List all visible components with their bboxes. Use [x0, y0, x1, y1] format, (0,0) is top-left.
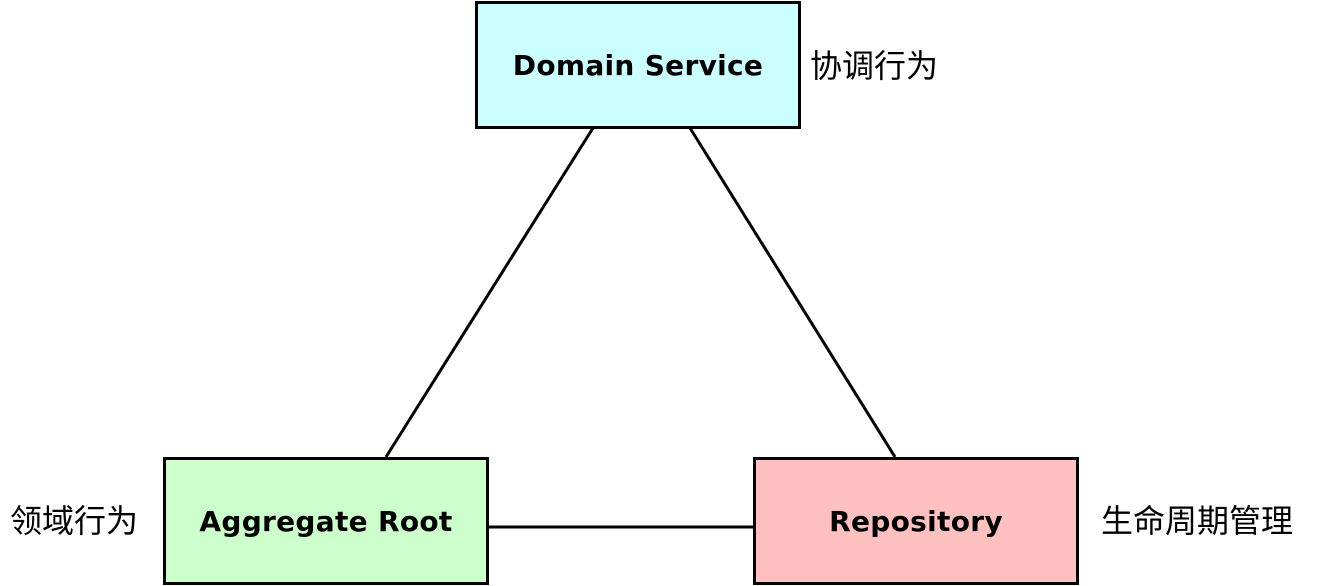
node-aggregate-root-label: Aggregate Root [199, 504, 453, 538]
node-repository: Repository [753, 457, 1079, 585]
edge-domain-service-repository [688, 127, 897, 458]
node-aggregate-root: Aggregate Root [163, 457, 489, 585]
node-domain-service: Domain Service [475, 1, 801, 129]
edge-domain-service-aggregate-root [384, 127, 595, 458]
note-aggregate-root: 领域行为 [10, 502, 139, 540]
note-repository: 生命周期管理 [1101, 502, 1294, 540]
node-domain-service-label: Domain Service [512, 48, 764, 82]
node-repository-label: Repository [829, 504, 1003, 538]
note-domain-service: 协调行为 [810, 47, 939, 85]
